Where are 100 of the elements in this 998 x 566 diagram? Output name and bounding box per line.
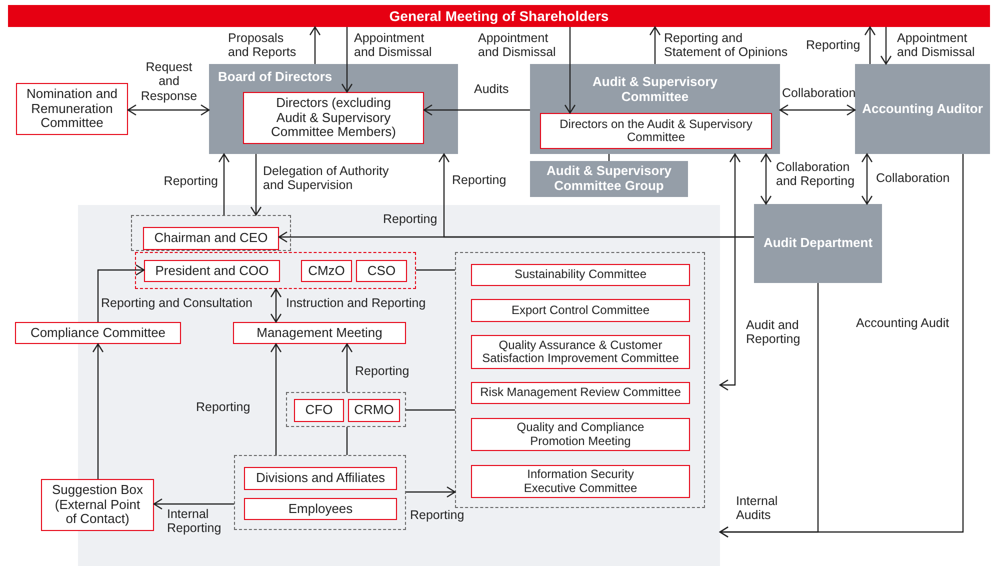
node-label: Information Security Executive Committee: [522, 468, 638, 495]
department-box: [754, 204, 882, 283]
executive-box: [301, 260, 352, 282]
edge-label: Collaboration: [876, 171, 951, 186]
arrow: [760, 153, 772, 205]
edge-label: Audits: [474, 82, 510, 96]
node-label: Directors (excluding Audit & Supervisory Committee Members): [270, 96, 397, 140]
executive-box: [143, 227, 279, 250]
directors-box: [243, 92, 424, 144]
arrow: [423, 104, 530, 116]
arrow: [153, 498, 234, 510]
edge-label: Instruction and Reporting: [286, 296, 427, 310]
arrow: [779, 104, 856, 116]
node-label: Nomination and Remuneration Committee: [25, 86, 119, 132]
arrow: [438, 153, 754, 238]
node-label: Board of Directors: [218, 70, 332, 85]
directors-box: [540, 113, 772, 149]
edge-label: Audit and Reporting: [746, 318, 802, 347]
executive-box: [348, 399, 400, 422]
arrow: [270, 343, 282, 455]
node-label: CFO: [305, 403, 333, 418]
connector-line: [346, 427, 348, 455]
meeting-box: [233, 322, 406, 344]
arrow: [270, 288, 282, 323]
arrow: [719, 153, 741, 391]
node-label: Audit & Supervisory Committee Group: [546, 164, 672, 194]
committee-box: [471, 382, 690, 404]
node-label: Divisions and Affiliates: [256, 471, 386, 486]
node-label: Audit Department: [763, 236, 873, 251]
arrow: [406, 486, 456, 498]
committee-group-box: [530, 161, 688, 197]
edge-label: Appointment and Dismissal: [354, 31, 433, 60]
node-label: Management Meeting: [256, 326, 382, 340]
committee-box: [15, 322, 181, 344]
arrow: [97, 264, 145, 322]
edge-label: Reporting: [410, 508, 466, 522]
arrow: [127, 104, 210, 116]
executive-box: [144, 260, 280, 282]
connector-line: [416, 269, 455, 271]
node-label: Compliance Committee: [30, 326, 166, 340]
arrow: [880, 27, 892, 65]
group-frame: [135, 252, 416, 289]
header-bar: [8, 5, 990, 27]
committee-box: [471, 299, 690, 322]
edge-label: Reporting: [162, 174, 218, 188]
edge-label: Collaboration and Reporting: [776, 160, 856, 189]
group-frame: [234, 455, 406, 530]
division-box: [244, 467, 397, 490]
edge-label: Reporting: [806, 38, 862, 52]
edge-label: Proposals and Reports: [228, 31, 298, 60]
node-label: Employees: [288, 502, 353, 516]
node-label: Chairman and CEO: [154, 231, 268, 246]
edge-label: Reporting and Statement of Opinions: [664, 31, 789, 60]
arrow: [564, 27, 576, 114]
meeting-box: [471, 418, 690, 451]
node-label: General Meeting of Shareholders: [389, 8, 609, 24]
edge-label: Collaboration: [782, 86, 857, 100]
arrow: [218, 153, 230, 215]
edge-label: Internal Reporting: [167, 507, 222, 536]
committee-box: [471, 465, 690, 498]
executive-box: [356, 260, 407, 282]
group-frame: [131, 215, 291, 251]
edge-label: Reporting and Consultation: [101, 296, 254, 310]
node-label: Quality and Compliance Promotion Meeting: [516, 421, 646, 448]
auditor-box: [855, 64, 990, 154]
node-label: Audit & Supervisory Committee: [592, 75, 718, 105]
node-label: President and COO: [155, 264, 269, 278]
arrow: [92, 343, 104, 479]
node-label: CMzO: [308, 264, 345, 278]
edge-label: Reporting: [383, 212, 438, 226]
arrow: [341, 343, 353, 392]
edge-label: Appointment and Dismissal: [897, 31, 976, 60]
arrow: [864, 26, 876, 64]
node-label: Sustainability Committee: [514, 268, 647, 282]
edge-label: Appointment and Dismissal: [478, 31, 557, 60]
contact-box: [41, 479, 154, 531]
node-label: Quality Assurance & Customer Satisfaction Improvement Committee: [481, 338, 680, 366]
edge-label: Reporting: [196, 400, 252, 414]
group-frame: [455, 252, 705, 508]
node-label: CSO: [367, 264, 396, 278]
edge-label: Internal Audits: [736, 494, 779, 523]
committee-box: [530, 64, 780, 154]
edge-label: Request and Response: [140, 60, 198, 104]
node-label: Risk Management Review Committee: [480, 386, 681, 400]
group-frame: [286, 392, 406, 427]
board-box: [209, 64, 458, 154]
edge-label: Accounting Audit: [856, 316, 950, 330]
arrow: [719, 154, 964, 538]
connector-line: [406, 409, 455, 411]
edge-label: Delegation of Authority and Supervision: [263, 164, 390, 193]
connector-line: [608, 154, 610, 161]
employees-box: [244, 498, 397, 520]
node-label: Suggestion Box (External Point of Contact): [50, 482, 144, 528]
node-label: Directors on the Audit & Supervisory Committee: [558, 118, 754, 144]
edge-label: Reporting: [355, 364, 410, 378]
committee-box: [471, 264, 690, 286]
node-label: Export Control Committee: [511, 304, 650, 318]
committee-box: [471, 335, 690, 369]
committee-box: [16, 83, 128, 135]
arrow: [250, 154, 262, 216]
